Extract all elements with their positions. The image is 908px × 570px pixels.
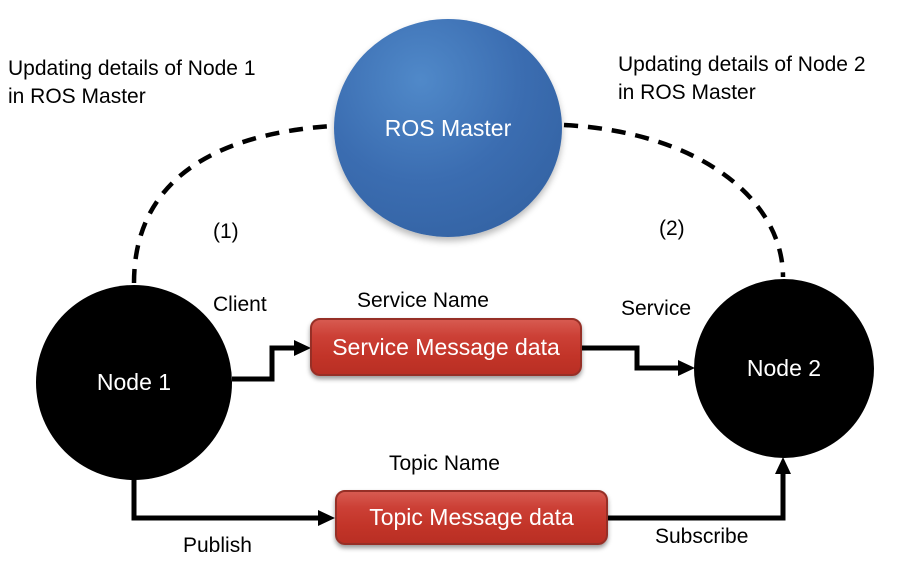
topic-message-box: Topic Message data: [335, 490, 608, 545]
publish-label: Publish: [183, 534, 252, 557]
ros-master-label: ROS Master: [384, 114, 512, 141]
node1-master-dashed-curve: [131, 123, 333, 284]
client-service-arrowhead: [294, 340, 311, 356]
master-node2-dashed-curve: [563, 122, 786, 278]
service-label: Service: [621, 297, 692, 320]
annotation-updating-node1: Updating details of Node 1 in ROS Master: [8, 57, 256, 109]
node1-circle: Node 1: [36, 285, 232, 480]
service-message-label: Service Message data: [332, 333, 560, 360]
node2-circle: Node 2: [694, 279, 874, 458]
service-node2-arrowhead: [678, 360, 695, 376]
client-label: Client: [213, 293, 267, 316]
service-message-box: Service Message data: [310, 318, 582, 376]
step1-label: (1): [213, 220, 239, 243]
annotation-updating-node2: Updating details of Node 2 in ROS Master: [618, 53, 866, 105]
subscribe-arrow: [608, 457, 791, 521]
publish-arrow: [131, 476, 335, 526]
step2-label: (2): [659, 217, 685, 240]
ros-master-node: ROS Master: [334, 19, 562, 237]
publish-arrowhead: [318, 510, 335, 526]
client-service-arrow: [232, 340, 311, 382]
node1-label: Node 1: [96, 369, 172, 395]
topic-name-label: Topic Name: [389, 452, 500, 475]
service-node2-arrow: [582, 345, 695, 376]
subscribe-arrowhead: [775, 457, 791, 474]
service-name-label: Service Name: [357, 289, 489, 312]
node2-label: Node 2: [746, 355, 822, 381]
topic-message-label: Topic Message data: [369, 504, 574, 530]
subscribe-label: Subscribe: [655, 525, 749, 548]
